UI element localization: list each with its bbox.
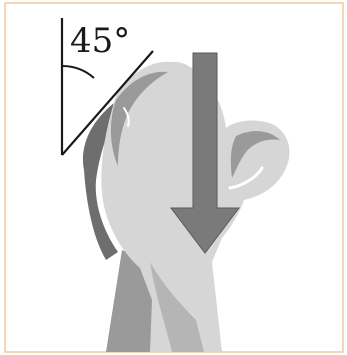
angle-arc — [62, 66, 94, 78]
fist-illustration — [83, 62, 290, 352]
angle-label: 45° — [70, 21, 130, 61]
